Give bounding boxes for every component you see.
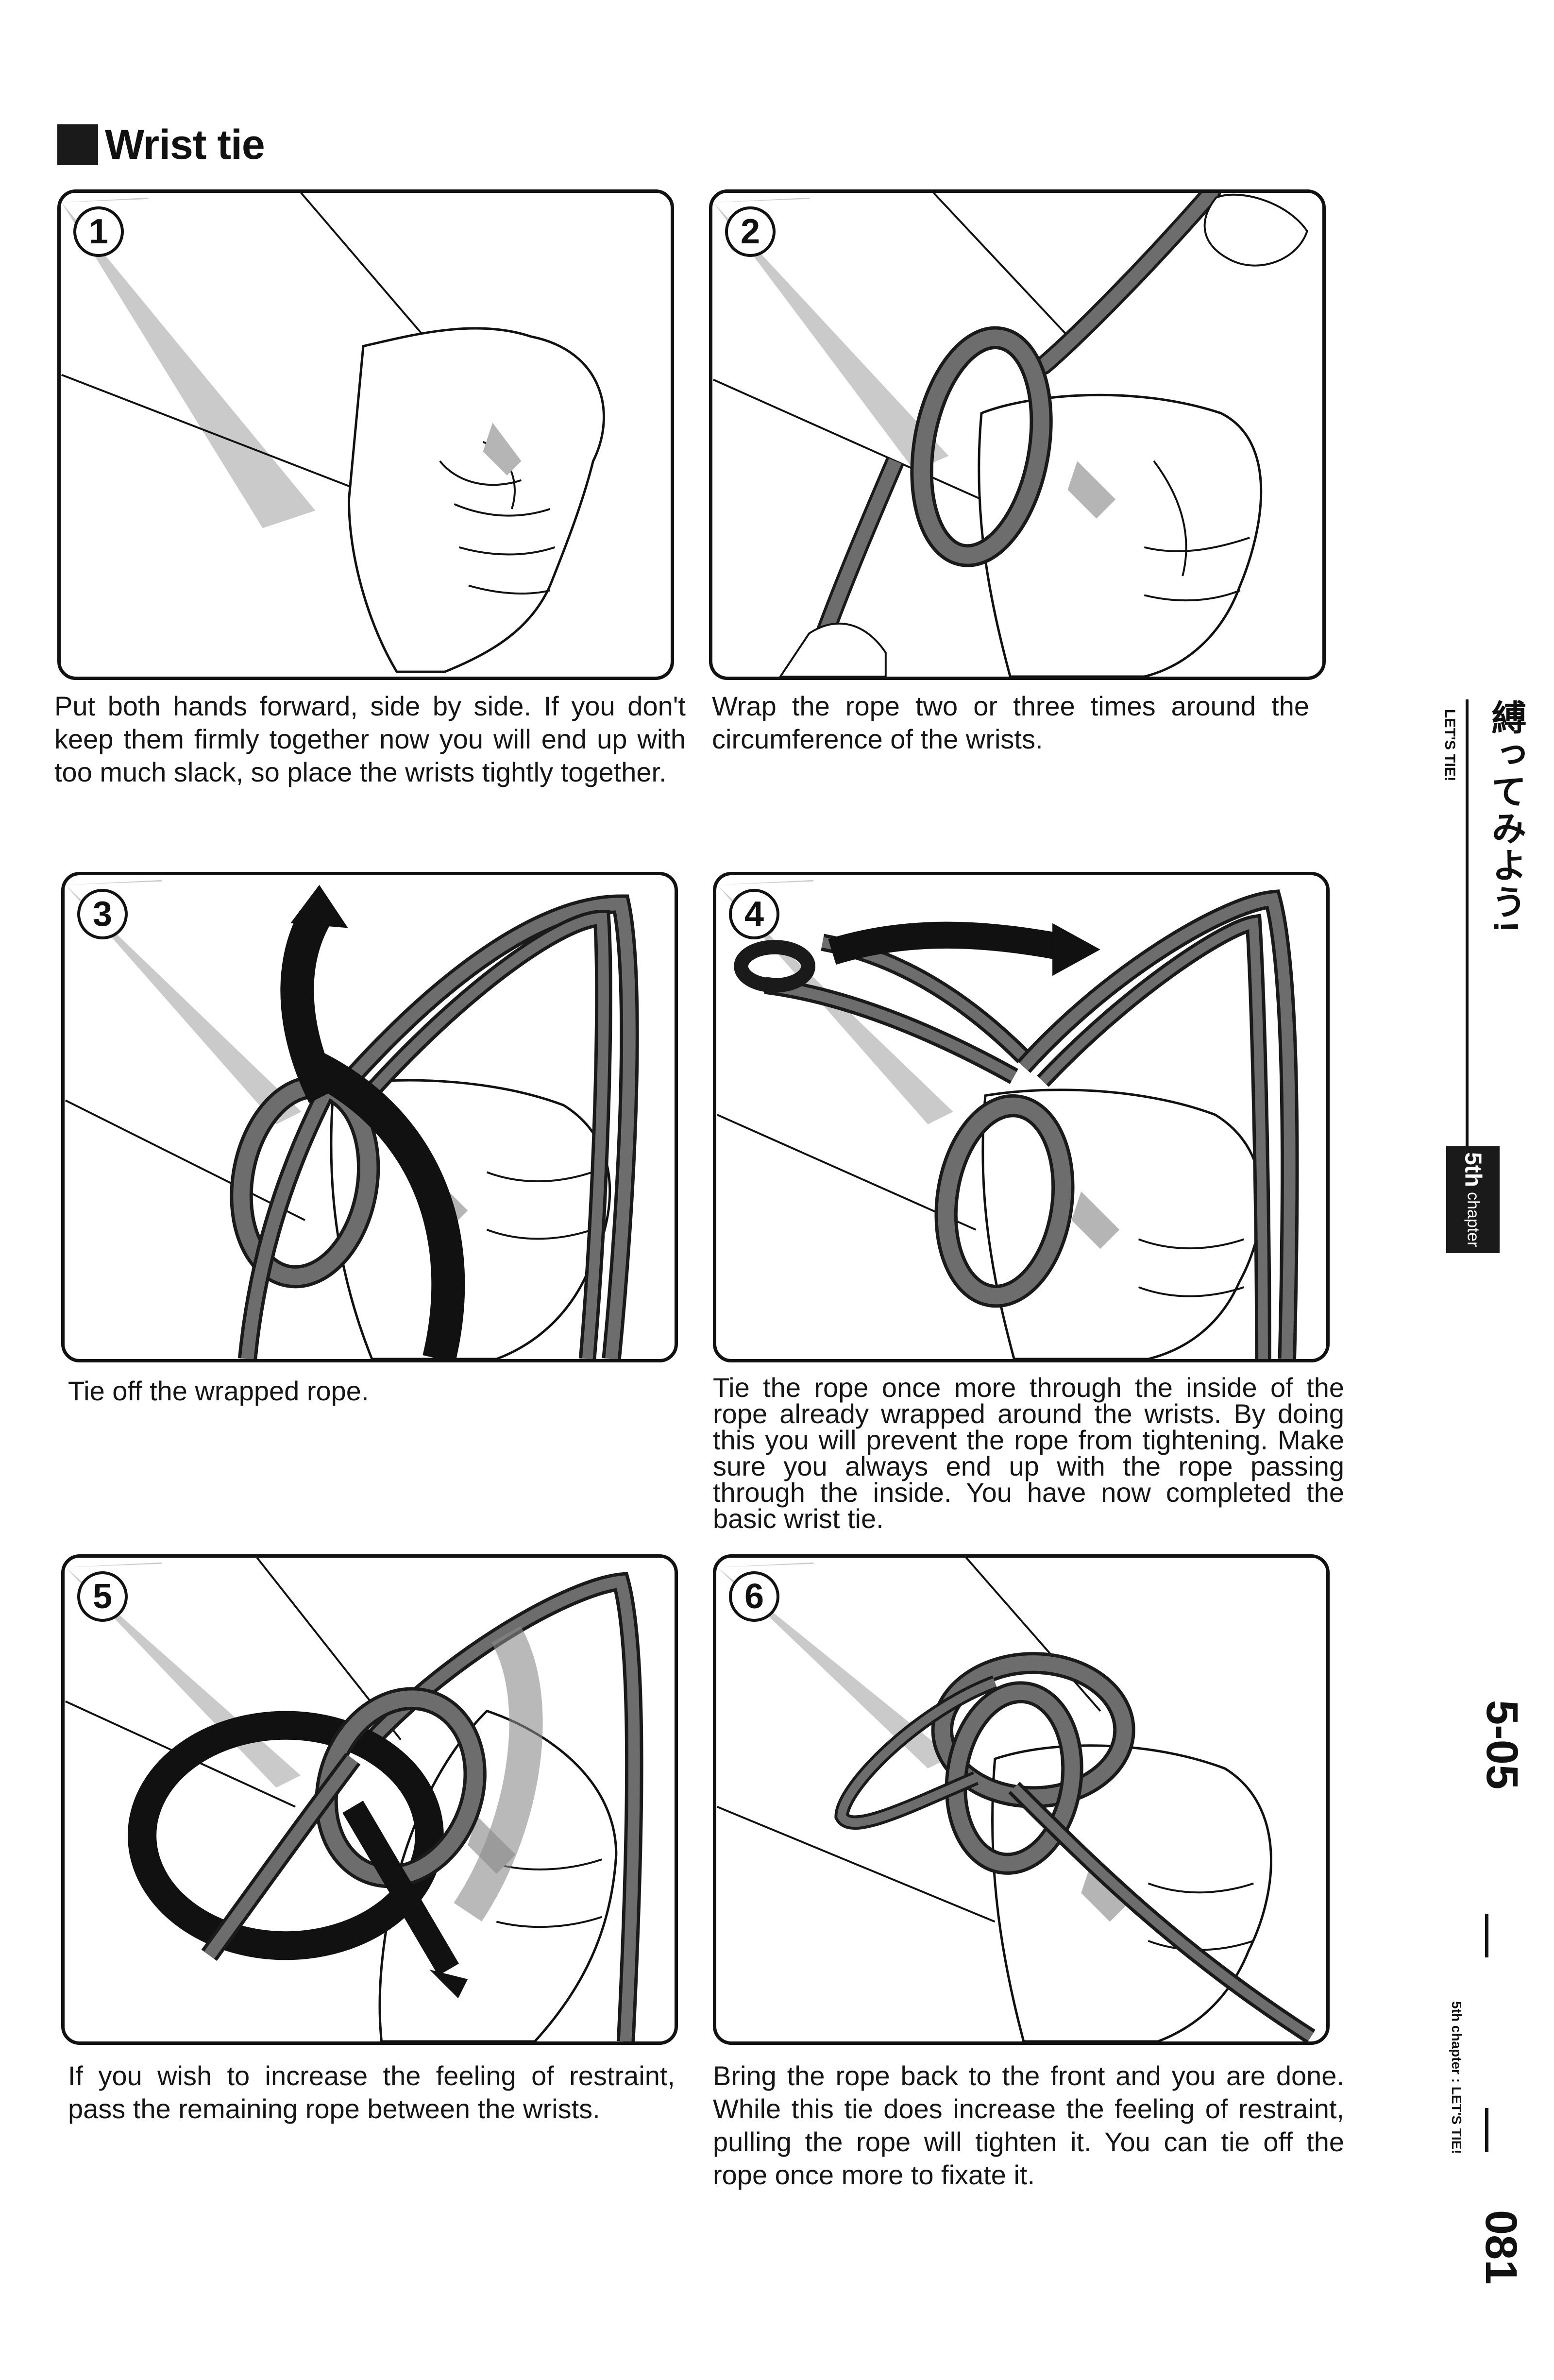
chapter-title-jp: 縛ってみよう! <box>1486 699 1525 935</box>
step-5-number: 5 <box>77 1571 128 1622</box>
step-3-number: 3 <box>77 889 128 939</box>
step-6-number: 6 <box>729 1571 779 1622</box>
step-5-caption: If you wish to increase the feeling of r… <box>68 2060 675 2124</box>
chapter-tab: 5th chapter <box>1446 1146 1500 1253</box>
step-1-illustration: 1 <box>57 189 674 680</box>
chapter-title-en: LET'S TIE! <box>1442 709 1458 782</box>
step-5-illustration: 5 <box>61 1554 678 2045</box>
step-3-drawing <box>65 880 639 1359</box>
page-number: 081 <box>1476 2210 1526 2285</box>
section-subtitle-line1: 5th chapter : <box>1449 2001 1464 2083</box>
chapter-tab-label: chapter <box>1464 1192 1483 1247</box>
step-5-drawing <box>65 1558 643 2041</box>
step-4-drawing <box>717 880 1299 1359</box>
page-title: Wrist tie <box>105 121 265 168</box>
step-4-caption: Tie the rope once more through the insid… <box>713 1372 1344 1534</box>
step-6-illustration: 6 <box>713 1554 1330 2045</box>
section-code: 5-05 <box>1477 1700 1527 1790</box>
step-3-caption: Tie off the wrapped rope. <box>68 1376 369 1406</box>
step-2-number: 2 <box>725 206 776 257</box>
step-6-caption: Bring the rope back to the front and you… <box>713 2060 1344 2190</box>
section-heading: Wrist tie <box>57 120 265 169</box>
page-number-divider <box>1485 2108 1488 2152</box>
chapter-tab-number: 5th <box>1460 1152 1486 1188</box>
step-2-caption: Wrap the rope two or three times around … <box>712 691 1309 754</box>
sidebar-rule <box>1466 699 1469 1151</box>
heading-square-icon <box>57 124 98 165</box>
step-1-drawing <box>61 193 605 673</box>
step-2-illustration: 2 <box>709 189 1326 680</box>
step-6-drawing <box>717 1558 1316 2041</box>
step-4-number: 4 <box>729 889 779 939</box>
section-subtitle: 5th chapter : LET'S TIE! <box>1449 2001 1464 2154</box>
step-4-illustration: 4 <box>713 872 1330 1362</box>
sidebar-divider <box>1485 1914 1488 1957</box>
step-2-drawing <box>712 193 1308 677</box>
section-subtitle-line2: LET'S TIE! <box>1449 2086 1464 2154</box>
step-1-caption: Put both hands forward, side by side. If… <box>54 691 686 787</box>
step-3-illustration: 3 <box>61 872 678 1362</box>
step-1-number: 1 <box>73 206 124 257</box>
